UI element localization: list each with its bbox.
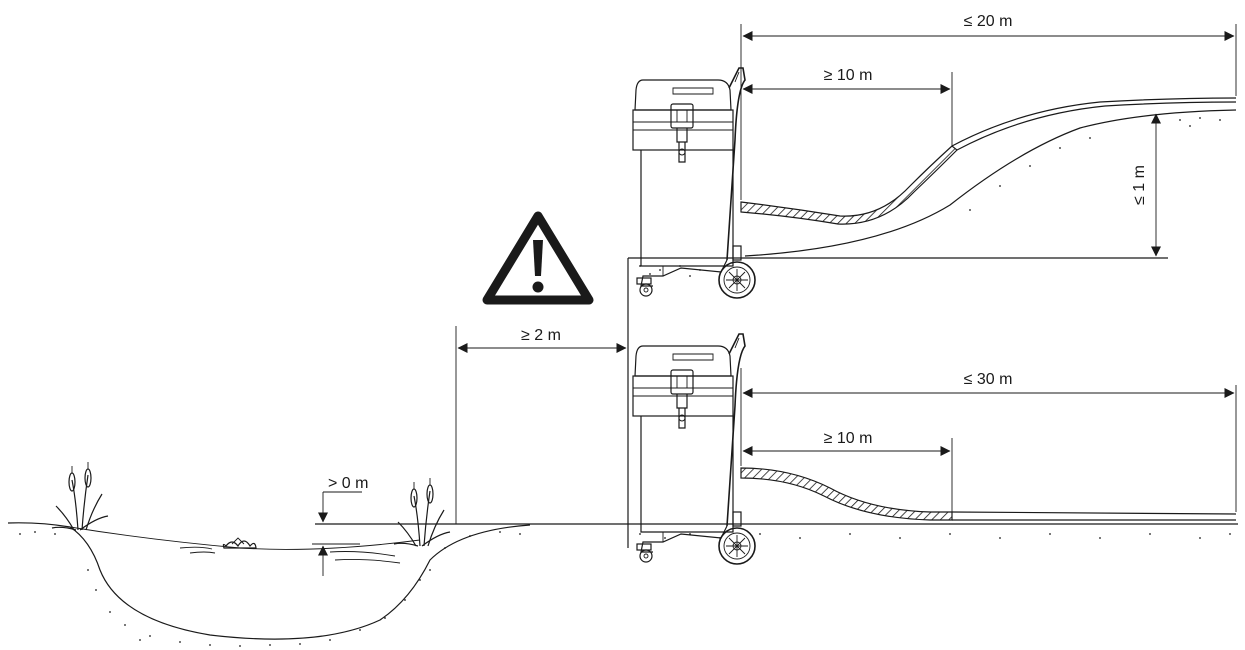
top-height-label: ≤ 1 m xyxy=(1131,165,1148,205)
bottom-total-length-dimension: ≤ 30 m xyxy=(740,368,1237,512)
top-height-dimension: ≤ 1 m xyxy=(1131,113,1161,257)
pond-distance-dimension: ≥ 2 m xyxy=(455,326,627,524)
pond-distance-label: ≥ 2 m xyxy=(521,327,561,344)
top-min-length-label: ≥ 10 m xyxy=(824,67,873,84)
water-line xyxy=(69,526,421,550)
top-total-length-label: ≤ 20 m xyxy=(964,13,1013,30)
water-level-dimension: > 0 m xyxy=(312,475,368,576)
warning-triangle-icon xyxy=(482,211,594,305)
water-lily-icon xyxy=(222,537,257,549)
top-hose xyxy=(740,145,958,225)
pump-cart-icon xyxy=(632,67,756,299)
bottom-total-length-label: ≤ 30 m xyxy=(964,371,1013,388)
reed-plant-icon xyxy=(51,461,109,531)
top-total-length-dimension: ≤ 20 m xyxy=(740,13,1237,200)
pond-ground-line xyxy=(7,522,531,640)
bottom-hose xyxy=(740,467,953,521)
pump-cart-icon xyxy=(632,333,756,565)
bottom-min-length-dimension: ≥ 10 m xyxy=(742,430,953,512)
water-level-label: > 0 m xyxy=(328,475,368,492)
pond-ground-texture xyxy=(19,531,521,647)
bottom-min-length-label: ≥ 10 m xyxy=(824,430,873,447)
bottom-ground-texture xyxy=(639,533,1231,539)
top-min-length-dimension: ≥ 10 m xyxy=(742,67,953,146)
top-slope-line xyxy=(744,109,1237,257)
top-ground-texture xyxy=(639,117,1221,277)
reed-plant-icon xyxy=(393,477,451,547)
